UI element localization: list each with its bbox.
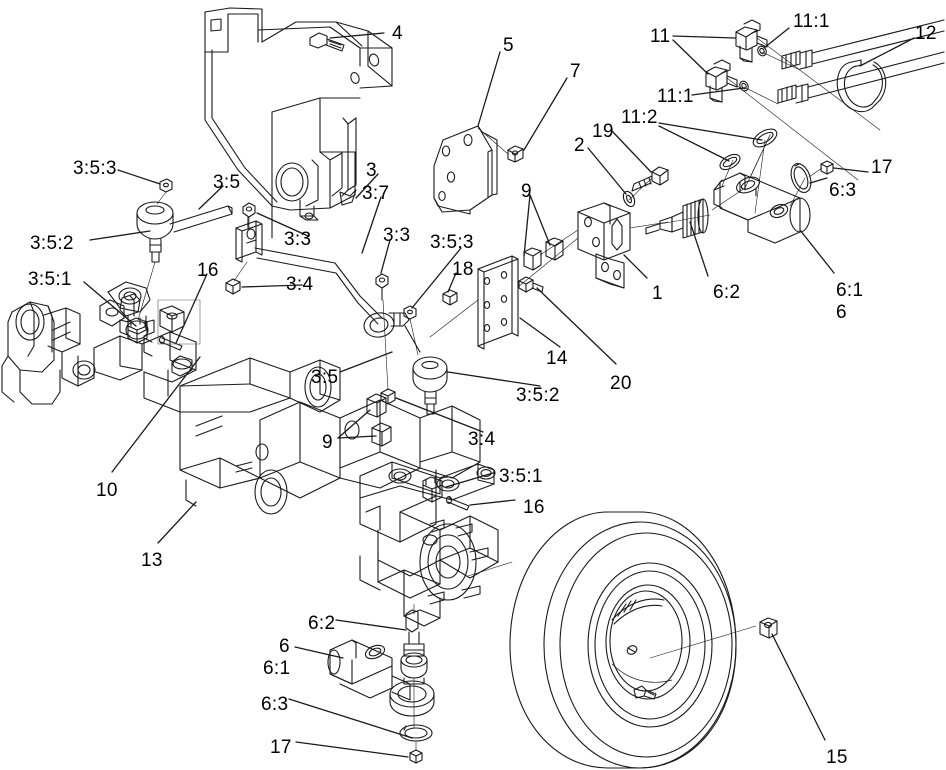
nut-18 [442, 289, 458, 306]
callout-label-3-5-3: 3:5:3 [430, 232, 474, 253]
callout-label-10: 10 [96, 480, 118, 501]
nut-9-d [371, 422, 392, 447]
oring-11-1-upper [757, 45, 767, 57]
callout-label-20: 20 [610, 373, 632, 394]
callout-label-13: 13 [141, 550, 163, 571]
nut-17-top [820, 160, 834, 175]
hydraulic-hose-lower-12 [777, 51, 945, 104]
callout-label-3-3: 3:3 [284, 229, 312, 250]
cylinder-rod-6-2-bottom [400, 609, 428, 685]
drag-link-3 [254, 247, 383, 325]
callout-label-19: 19 [592, 121, 614, 142]
nut-7 [507, 145, 524, 163]
callout-label-14: 14 [546, 348, 568, 369]
retaining-ring-6-3-top [790, 163, 812, 193]
callout-label-5: 5 [503, 35, 514, 56]
callout-label-9: 9 [521, 181, 532, 202]
lug-nut-15 [759, 617, 778, 639]
callout-label-6: 6 [836, 302, 847, 323]
cylinder-barrel-6-1-bottom [327, 639, 435, 717]
callout-label-15: 15 [826, 747, 848, 768]
callout-label-6-3: 6:3 [829, 180, 857, 201]
cotter-pin-16-left [158, 336, 183, 351]
callout-label-3-5-2: 3:5:2 [516, 385, 560, 406]
callout-label-6-2: 6:2 [713, 282, 741, 303]
oring-11-2-upper [752, 128, 778, 148]
hose-clamp-12 [836, 59, 887, 113]
leader-assembly-5 [477, 127, 509, 155]
callout-label-11-2: 11:2 [621, 107, 658, 128]
oring-11-1-lower [739, 80, 749, 92]
callout-label-17: 17 [871, 157, 893, 178]
callout-label-9: 9 [322, 432, 333, 453]
bolt-3-3-left [242, 202, 256, 229]
callout-label-6-1: 6:1 [836, 280, 864, 301]
retaining-ring-6-3-bottom [399, 724, 433, 742]
callout-label-11: 11 [650, 26, 671, 47]
castle-nut-3-5-1-right [422, 476, 443, 503]
callout-label-7: 7 [570, 61, 581, 82]
callout-label-3-5-3: 3:5:3 [73, 158, 117, 179]
leader-lines [83, 27, 915, 758]
callout-label-3-5-1: 3:5:1 [28, 269, 72, 290]
elbow-fitting-lower-11 [705, 59, 738, 103]
callout-label-3-4: 3:4 [468, 429, 496, 450]
callout-label-11-1: 11:1 [657, 86, 694, 107]
shim-plate-14 [477, 255, 519, 350]
tie-rod-clamp-3-7-left [235, 220, 263, 263]
nut-9-c [366, 393, 387, 418]
bolt-3-3-right [375, 273, 389, 301]
tie-rod-end-left-3-5 [136, 201, 233, 263]
oring-11-2-lower [719, 153, 741, 171]
grease-fitting-3-5-3-left [159, 178, 173, 193]
washer-2 [622, 190, 636, 208]
elbow-fitting-upper-11 [735, 19, 768, 63]
callout-label-3-5: 3:5 [311, 367, 339, 388]
callout-label-12: 12 [915, 23, 937, 44]
callout-label-6: 6 [279, 636, 290, 657]
left-hub-knuckle-10 [1, 293, 197, 405]
callout-label-2: 2 [574, 135, 585, 156]
callout-label-17: 17 [270, 737, 292, 758]
tie-rod-end-right-3-5 [363, 312, 448, 415]
callout-label-18: 18 [452, 259, 474, 280]
steering-cylinder-barrel-6-1 [713, 172, 811, 244]
front-axle-housing-13 [143, 355, 481, 515]
callout-label-11-1: 11:1 [793, 11, 830, 32]
hydraulic-hose-upper-12 [781, 19, 945, 70]
grease-fitting-3-5-3-right [403, 305, 417, 320]
nut-9-a [523, 247, 542, 271]
callout-label-3-5-2: 3:5:2 [30, 233, 74, 254]
assembly-centerlines [429, 37, 881, 338]
callout-label-6-3: 6:3 [261, 694, 289, 715]
callout-label-4: 4 [392, 23, 403, 44]
callout-label-16: 16 [197, 260, 219, 281]
callout-label-3: 3 [366, 160, 377, 181]
callout-label-3-3: 3:3 [383, 225, 411, 246]
callout-label-3-7: 3:7 [362, 183, 390, 204]
mount-bracket-weldment [204, 7, 393, 239]
bolt-19 [631, 166, 669, 192]
right-knuckle-hub [359, 461, 499, 627]
callout-label-16: 16 [523, 497, 545, 518]
steering-cylinder-rod-6-2 [645, 198, 709, 239]
wheel-tire-assembly [509, 511, 737, 769]
callout-label-6-1: 6:1 [263, 658, 291, 679]
cylinder-mount-bracket-1 [577, 202, 631, 289]
bolt-20 [518, 276, 544, 293]
bolt-4 [309, 32, 345, 52]
castle-nut-3-5-1-left [127, 317, 148, 344]
cotter-pin-16-right [445, 496, 470, 511]
nut-3-4-left [225, 278, 241, 295]
plate-bracket-5 [433, 125, 498, 215]
callout-label-3-4: 3:4 [286, 274, 314, 295]
callout-label-1: 1 [652, 283, 663, 304]
callout-label-3-5: 3:5 [213, 172, 241, 193]
steering-arm-left [107, 281, 151, 313]
callout-label-6-2: 6:2 [308, 613, 336, 634]
callout-label-3-5-1: 3:5:1 [499, 466, 543, 487]
nut-17-bottom [409, 749, 423, 764]
